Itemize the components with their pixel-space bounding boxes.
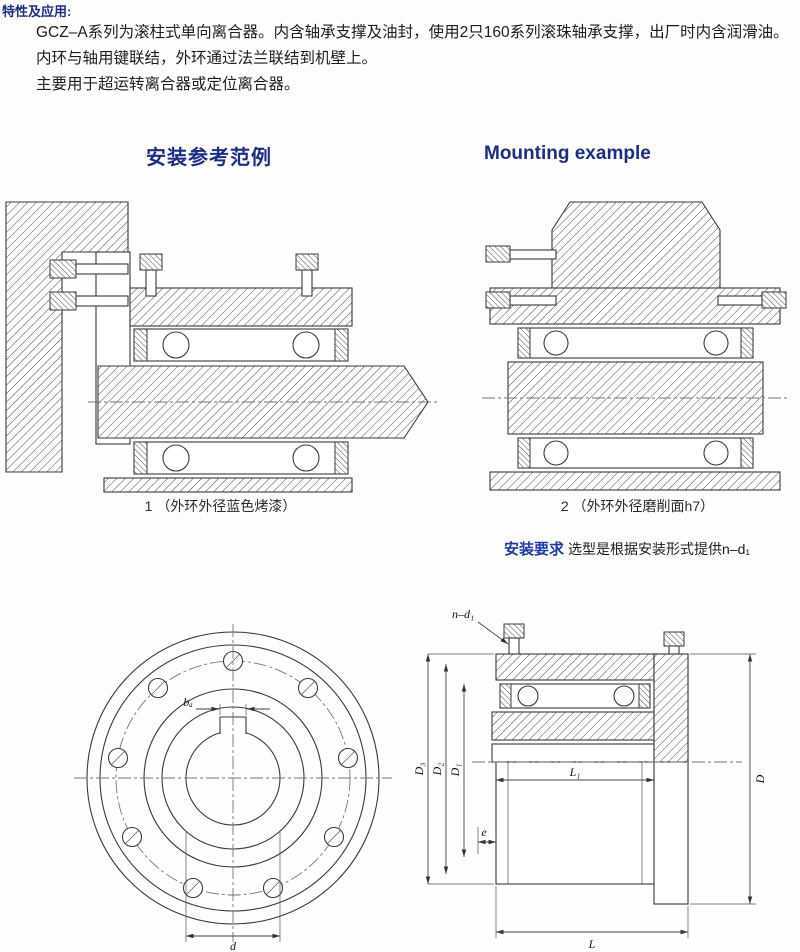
dim-label-D: D <box>753 774 767 784</box>
machine-wall <box>5 201 129 473</box>
feature-line-2: 内环与轴用键联结，外环通过法兰联结到机壁上。 <box>36 50 378 67</box>
dim-label-D3: D₃ <box>412 763 426 777</box>
dimension-L: L <box>495 886 689 951</box>
heading-install-example-cn: 安装参考范例 <box>146 147 272 169</box>
bolt-icon <box>485 245 787 309</box>
dim-label-d: d <box>230 939 237 952</box>
shaft <box>97 365 429 439</box>
dimension-bore: d <box>185 832 281 952</box>
dim-label-L1: L₁ <box>569 765 581 779</box>
mounting-flange <box>653 653 689 905</box>
install-requirement-text: 选型是根据安装形式提供n–d₁ <box>568 541 751 557</box>
bolt-holes <box>107 650 359 899</box>
drawing-caption-2: 2 （外环外径磨削面h7） <box>560 498 715 514</box>
dimension-D2: D₂ <box>430 664 449 874</box>
leader-n-d1: n–d₁ <box>452 607 509 645</box>
dimension-D: D <box>690 653 767 905</box>
install-requirement-label: 安装要求 <box>504 541 565 558</box>
mounting-drawing-1 <box>5 201 438 493</box>
heading-mounting-example-en: Mounting example <box>484 143 651 164</box>
bearing-bottom <box>517 437 754 469</box>
install-requirement-note: 安装要求选型是根据安装形式提供n–d₁ <box>504 538 750 559</box>
bolt-icon <box>49 259 129 311</box>
dim-label-b: bₐ <box>183 695 193 709</box>
feature-line-1: GCZ–A系列为滚柱式单向离合器。内含轴承支撑及油封，使用2只160系列滚珠轴承… <box>36 24 789 41</box>
bearing-top <box>517 327 754 359</box>
front-view-drawing: bₐ d <box>74 624 392 952</box>
feature-line-3: 主要用于超运转离合器或定位离合器。 <box>36 76 300 93</box>
dimension-D1: D₁ <box>448 684 467 857</box>
dim-label-e: e <box>481 825 487 839</box>
hub-bottom <box>103 477 353 493</box>
dimension-D3: D₃ <box>412 653 494 885</box>
dim-label-L: L <box>588 937 596 951</box>
bearing-top <box>133 328 349 362</box>
outer-housing <box>489 287 781 325</box>
bearing-top <box>499 683 651 709</box>
bearing-bottom <box>133 441 349 475</box>
drawing-caption-1: 1 （外环外径蓝色烤漆） <box>144 498 297 514</box>
dimension-L1: L₁ <box>496 765 654 783</box>
outer-housing <box>495 653 655 681</box>
bolt-icon <box>503 623 685 659</box>
dimension-e: e <box>477 825 496 854</box>
page-title: 特性及应用: <box>2 4 72 19</box>
machine-wall <box>551 201 721 289</box>
dimension-keyway-width: bₐ <box>183 695 270 715</box>
outer-housing <box>129 287 353 327</box>
dim-label-D2: D₂ <box>430 763 444 777</box>
dim-label-n-d1: n–d₁ <box>452 607 474 621</box>
body-outline <box>495 761 655 885</box>
feature-paragraph: GCZ–A系列为滚柱式单向离合器。内含轴承支撑及油封，使用2只160系列滚珠轴承… <box>36 20 798 98</box>
bolt-icon <box>139 253 319 297</box>
mounting-drawing-2 <box>482 201 789 491</box>
hub-bottom <box>489 471 781 491</box>
side-section-drawing: n–d₁ <box>412 607 767 951</box>
inner-hub <box>491 711 659 763</box>
dim-label-D1: D₁ <box>448 764 462 778</box>
